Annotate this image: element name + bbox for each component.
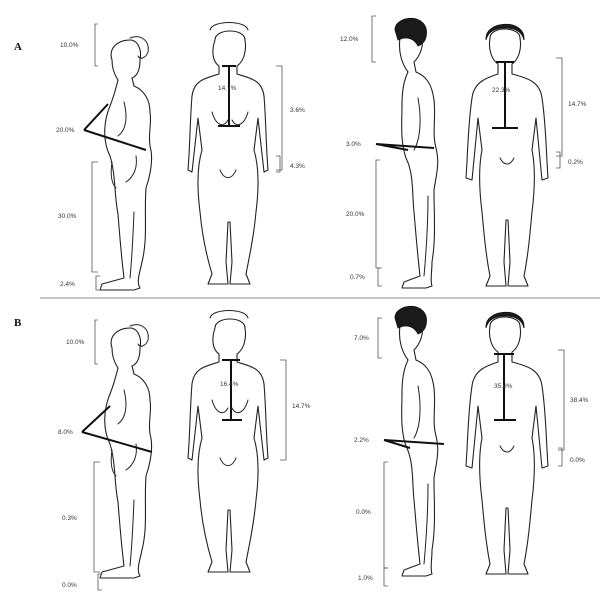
panel-a-male-front-figure <box>466 24 548 286</box>
panel-a: A 10.0% 20.0% 30.0% 2.4% 14.7% 3.6% 4.3%… <box>14 16 587 290</box>
panel-b: B 10.0% 8.0% 0.3% 0.0% 16.4% 14.7% 7.0% … <box>14 306 589 590</box>
panel-a-mf-pelvis-bracket <box>556 152 560 168</box>
panel-b-mf-torso-value: 35.0% <box>494 383 513 390</box>
panel-a-mf-pelvis-value: 0.2% <box>568 159 583 166</box>
panel-b-male-front-figure <box>466 312 548 574</box>
panel-b-ff-torso-value: 16.4% <box>220 381 239 388</box>
panel-b-fs-leg-bracket <box>94 462 100 572</box>
panel-b-ff-trunk-bracket <box>280 360 286 460</box>
panel-a-ms-leg-value: 20.0% <box>346 211 365 218</box>
panel-b-mf-trunk-value: 38.4% <box>570 397 589 404</box>
panel-b-fs-head-bracket <box>95 320 98 364</box>
panel-b-mf-pelvis-bracket <box>558 448 562 466</box>
panel-b-fs-head-value: 10.0% <box>66 339 85 346</box>
panel-a-female-front-figure <box>188 23 268 285</box>
panel-a-fs-head-value: 10.0% <box>60 42 79 49</box>
panel-a-ms-waist-value: 3.0% <box>346 141 361 148</box>
panel-b-ff-trunk-value: 14.7% <box>292 403 311 410</box>
panel-a-ms-head-value: 12.0% <box>340 36 359 43</box>
panel-b-ms-leg-bracket <box>384 462 388 568</box>
panel-a-fs-leg-bracket <box>92 162 98 272</box>
panel-a-fs-waist-value: 20.0% <box>56 127 75 134</box>
panel-b-fs-leg-value: 0.3% <box>62 515 77 522</box>
panel-a-ff-pelvis-value: 4.3% <box>290 163 305 170</box>
panel-a-female-side-figure <box>100 37 152 290</box>
panel-b-mf-pelvis-value: 0.0% <box>570 457 585 464</box>
panel-b-female-front-figure <box>188 311 268 573</box>
panel-b-fs-foot-value: 0.0% <box>62 582 77 589</box>
panel-a-ff-torso-value: 14.7% <box>218 85 237 92</box>
panel-b-fs-waist-value: 8.0% <box>58 429 73 436</box>
panel-a-male-side-figure <box>395 18 438 288</box>
panel-a-fs-foot-value: 2.4% <box>60 281 75 288</box>
panel-b-ms-waist-value: 2.2% <box>354 437 369 444</box>
panel-a-fs-foot-bracket <box>96 276 100 290</box>
panel-a-mf-trunk-value: 14.7% <box>568 101 587 108</box>
panel-a-fs-leg-value: 30.0% <box>58 213 77 220</box>
panel-b-ms-leg-value: 0.0% <box>356 509 371 516</box>
panel-b-ms-foot-bracket <box>384 568 388 586</box>
panel-a-ms-leg-bracket <box>376 160 380 268</box>
panel-a-mf-torso-value: 22.3% <box>492 87 511 94</box>
panel-b-female-side-figure <box>100 325 152 578</box>
panel-b-label: B <box>14 317 22 329</box>
panel-b-ms-head-value: 7.0% <box>354 335 369 342</box>
panel-b-ms-head-bracket <box>378 318 382 358</box>
panel-a-ms-foot-value: 0.7% <box>350 274 365 281</box>
panel-a-ms-head-bracket <box>372 16 376 62</box>
panel-a-ff-trunk-bracket <box>276 66 282 170</box>
panel-a-mf-trunk-bracket <box>556 58 562 156</box>
panel-a-ff-trunk-value: 3.6% <box>290 107 305 114</box>
panel-b-mf-trunk-bracket <box>558 350 564 450</box>
panel-b-ms-foot-value: 1.0% <box>358 575 373 582</box>
panel-a-ms-foot-bracket <box>378 268 382 286</box>
panel-a-fs-head-bracket <box>95 24 98 66</box>
panel-a-label: A <box>14 41 22 53</box>
